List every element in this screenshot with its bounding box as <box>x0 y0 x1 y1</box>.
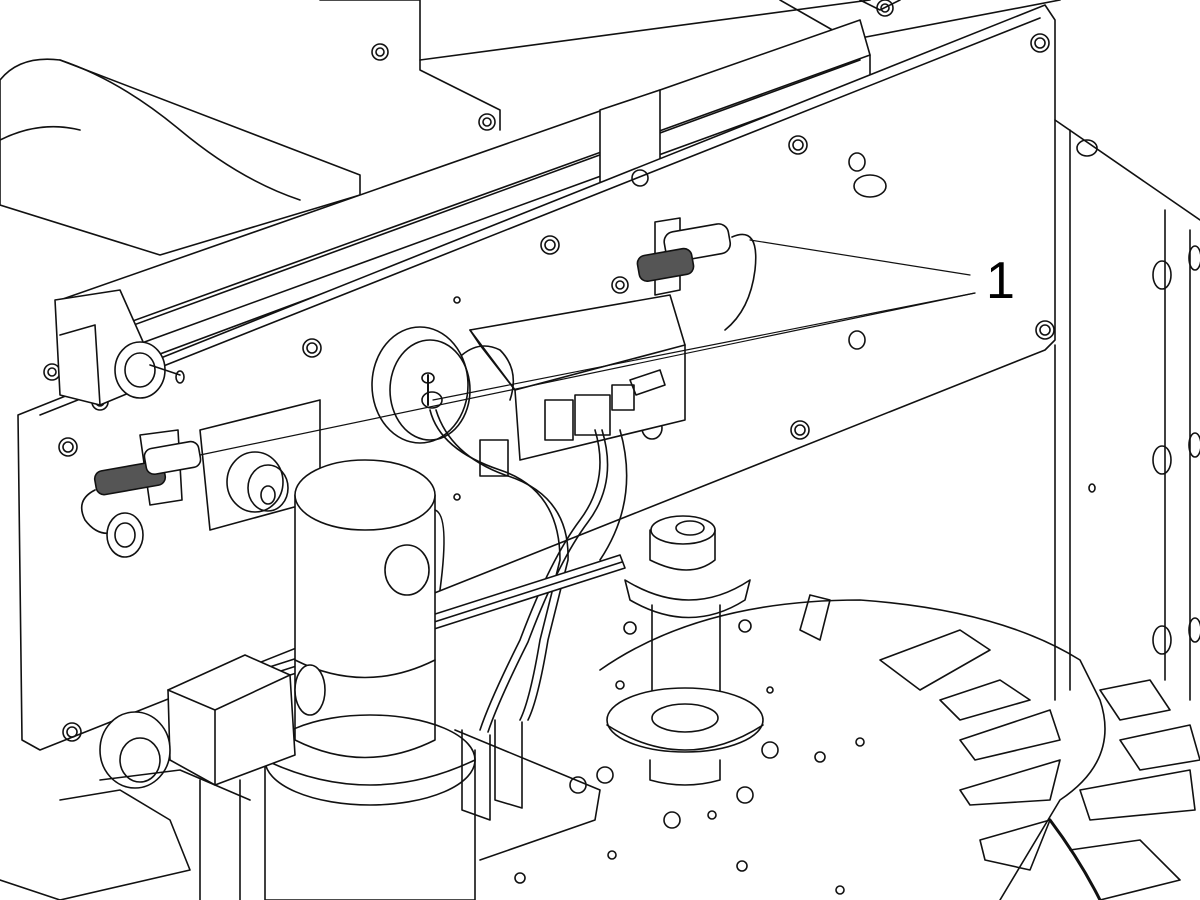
motor-housing <box>0 58 361 256</box>
central-shaft <box>606 515 764 786</box>
lower-sensor <box>80 429 202 558</box>
leader-lines <box>199 239 976 456</box>
sensor-posts <box>454 719 601 861</box>
callout-label: 1 <box>986 252 1015 310</box>
floor-holes <box>514 619 865 895</box>
upper-sensor <box>636 217 757 331</box>
side-frame <box>1054 119 1200 701</box>
rail-end-bracket <box>54 289 185 406</box>
star-wheel <box>599 594 1200 900</box>
lower-assembly <box>0 711 251 900</box>
connector-block <box>167 654 326 786</box>
roller-bracket <box>199 399 321 531</box>
drive-hub <box>371 326 471 444</box>
bolts <box>43 0 1055 742</box>
sensor-cables <box>429 345 628 733</box>
solenoid-cylinder <box>264 459 476 900</box>
